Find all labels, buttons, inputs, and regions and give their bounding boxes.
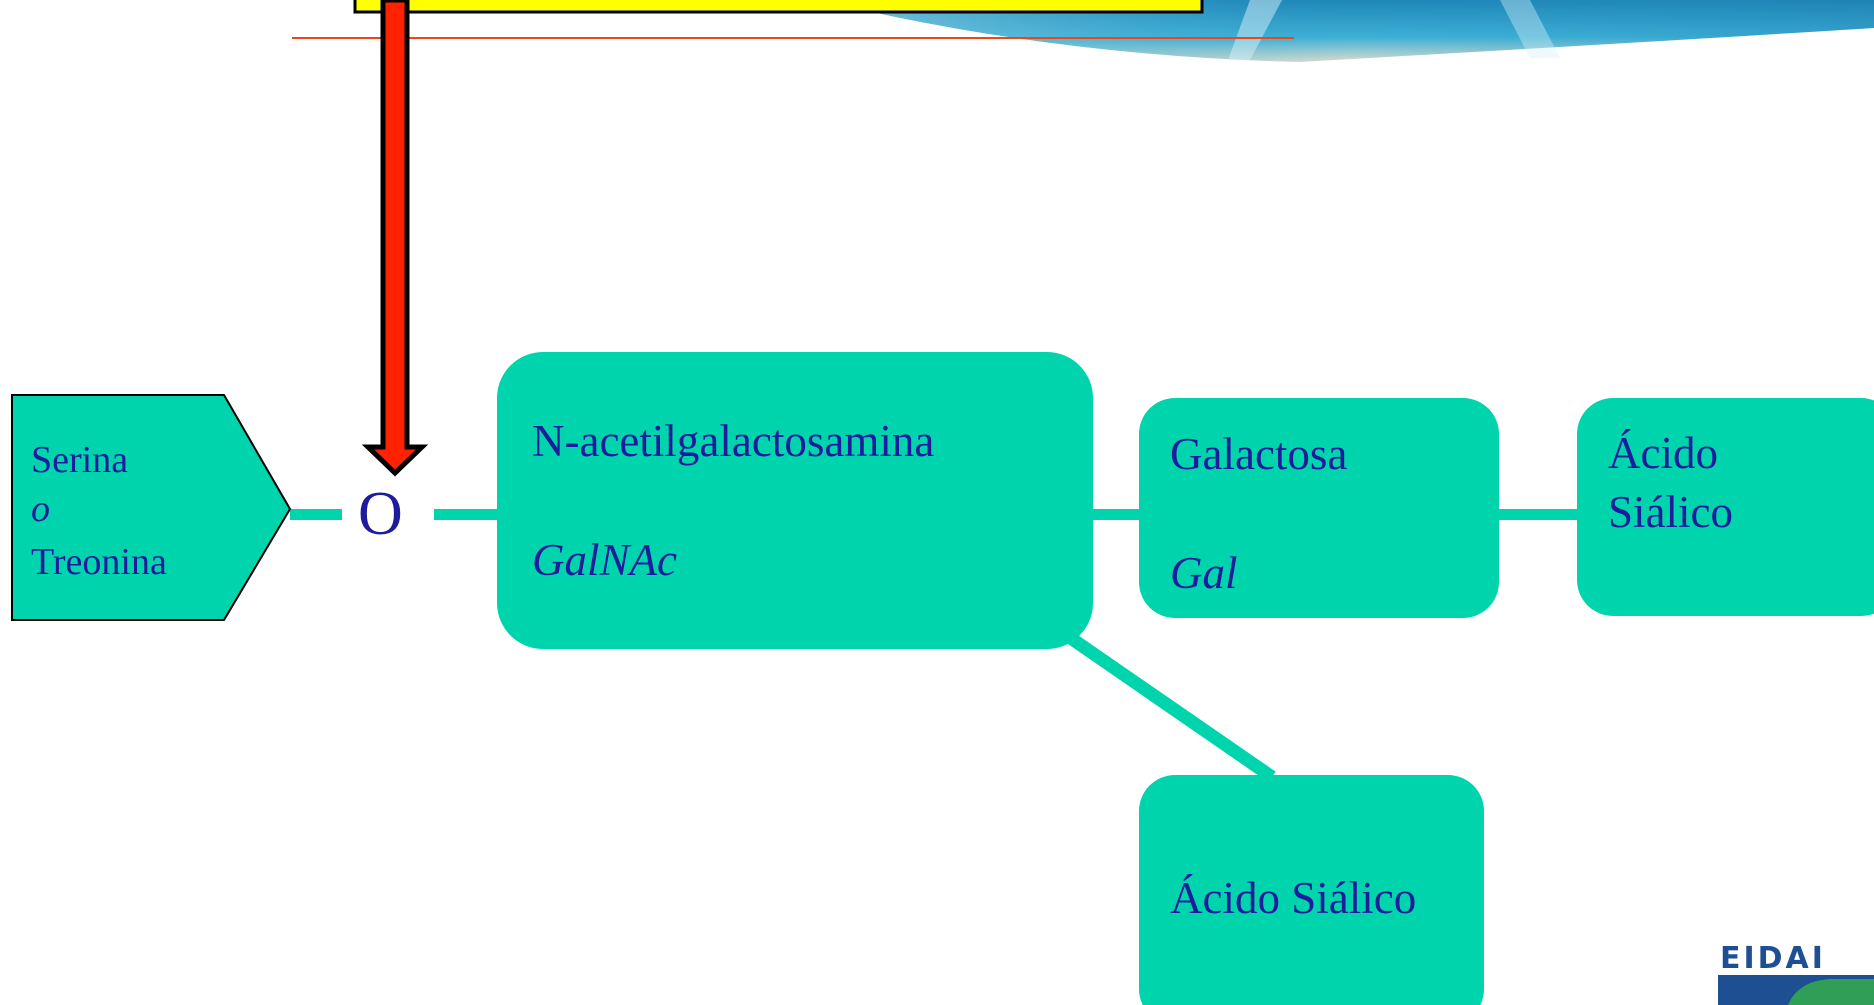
amino-acid-label-treonina: Treonina [31, 541, 167, 583]
title-box [353, 0, 1204, 14]
galactose-abbr: Gal [1170, 548, 1238, 598]
galactose-node [1139, 398, 1499, 618]
eidai-logo-mark [1718, 975, 1874, 1005]
galnac-name: N-acetilgalactosamina [532, 416, 935, 466]
galactose-name: Galactosa [1170, 429, 1348, 479]
sialic-right-line2: Siálico [1608, 487, 1733, 537]
bond-gal-sialic [1496, 509, 1580, 520]
sialic-bottom-node [1139, 775, 1484, 1005]
sialic-bottom-name: Ácido Siálico [1170, 873, 1417, 923]
sialic-right-line1: Ácido [1608, 428, 1718, 478]
bond-galnac-sialic [1058, 626, 1276, 783]
bond-amino-o [290, 509, 342, 520]
linker-o-label: O [358, 480, 403, 548]
amino-acid-node [11, 394, 292, 621]
galnac-abbr: GalNAc [532, 535, 677, 585]
red-arrow [361, 0, 429, 477]
galnac-node [497, 352, 1093, 649]
amino-acid-label-serina: Serina [31, 439, 129, 481]
amino-acid-label-o: o [31, 488, 50, 530]
bond-o-galnac [434, 509, 500, 520]
sialic-right-node [1577, 398, 1874, 616]
eidai-logo-text: EIDAI [1720, 941, 1826, 976]
bond-galnac-gal [1090, 509, 1144, 520]
eidai-logo: EIDAI [1718, 941, 1874, 1005]
header-banner [820, 0, 1874, 62]
